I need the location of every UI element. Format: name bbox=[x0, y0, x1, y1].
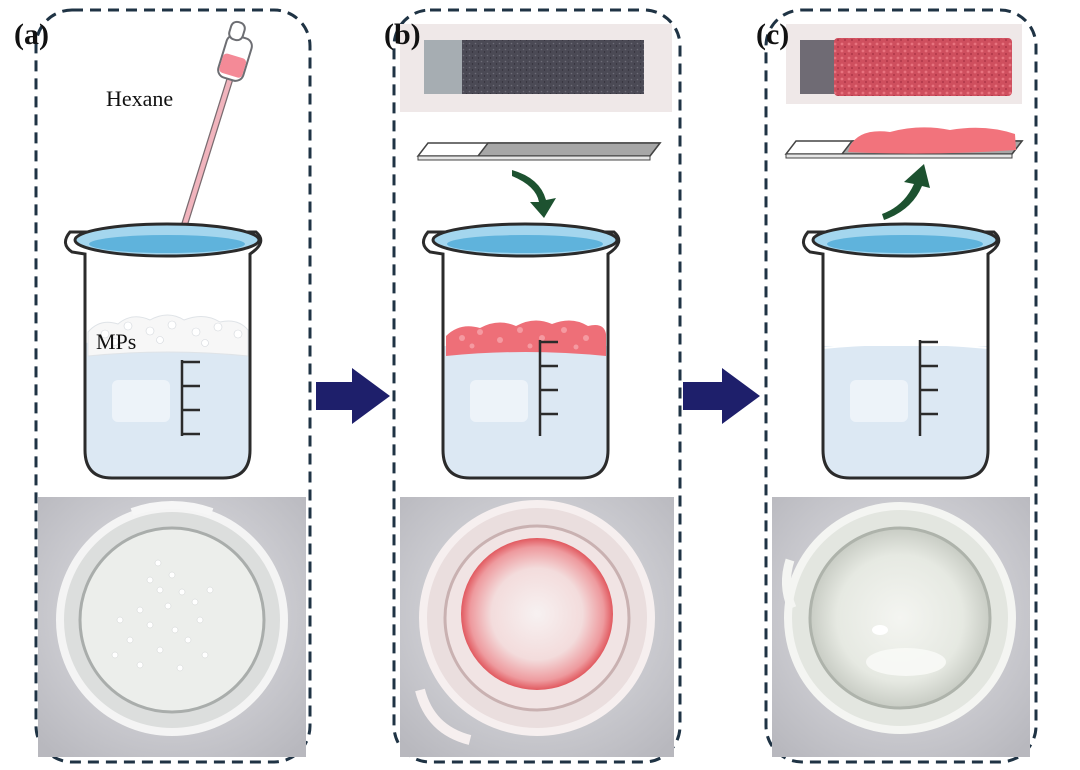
panel-a-border bbox=[34, 8, 312, 764]
panel-b: (b) bbox=[384, 8, 682, 764]
lift-arrow-icon bbox=[882, 164, 930, 220]
photo-beaker-a bbox=[38, 497, 306, 757]
panel-b-label: (b) bbox=[384, 18, 421, 51]
panel-c-border bbox=[764, 8, 1038, 764]
pink-coating bbox=[848, 127, 1016, 154]
pink-microplastics-layer bbox=[446, 320, 606, 356]
panel-c-label: (c) bbox=[756, 18, 789, 51]
panel-a-label: (a) bbox=[14, 18, 49, 51]
coated-slide-c bbox=[784, 127, 1024, 159]
flow-arrow-b-to-c bbox=[683, 368, 760, 424]
beaker-b bbox=[422, 222, 621, 480]
beaker-a bbox=[64, 222, 263, 480]
glass-slide-b bbox=[416, 142, 662, 161]
hexane-label: Hexane bbox=[106, 86, 173, 111]
photo-beaker-b bbox=[400, 497, 674, 757]
dip-arrow-icon bbox=[512, 170, 556, 218]
flow-arrow-a-to-b bbox=[316, 368, 390, 424]
panel-c: (c) bbox=[756, 8, 1038, 764]
photo-beaker-c bbox=[772, 497, 1030, 757]
white-microplastics-photo bbox=[111, 559, 214, 672]
beaker-c bbox=[802, 222, 1001, 480]
pink-microplastics-photo bbox=[461, 538, 613, 690]
photo-coated-slide-c bbox=[786, 24, 1022, 104]
pipette-icon bbox=[172, 20, 253, 256]
photo-coated-slide-b bbox=[400, 24, 672, 112]
microplastics-label: MPs bbox=[96, 329, 136, 354]
panel-a: (a) Hexane MPs bbox=[14, 8, 312, 764]
